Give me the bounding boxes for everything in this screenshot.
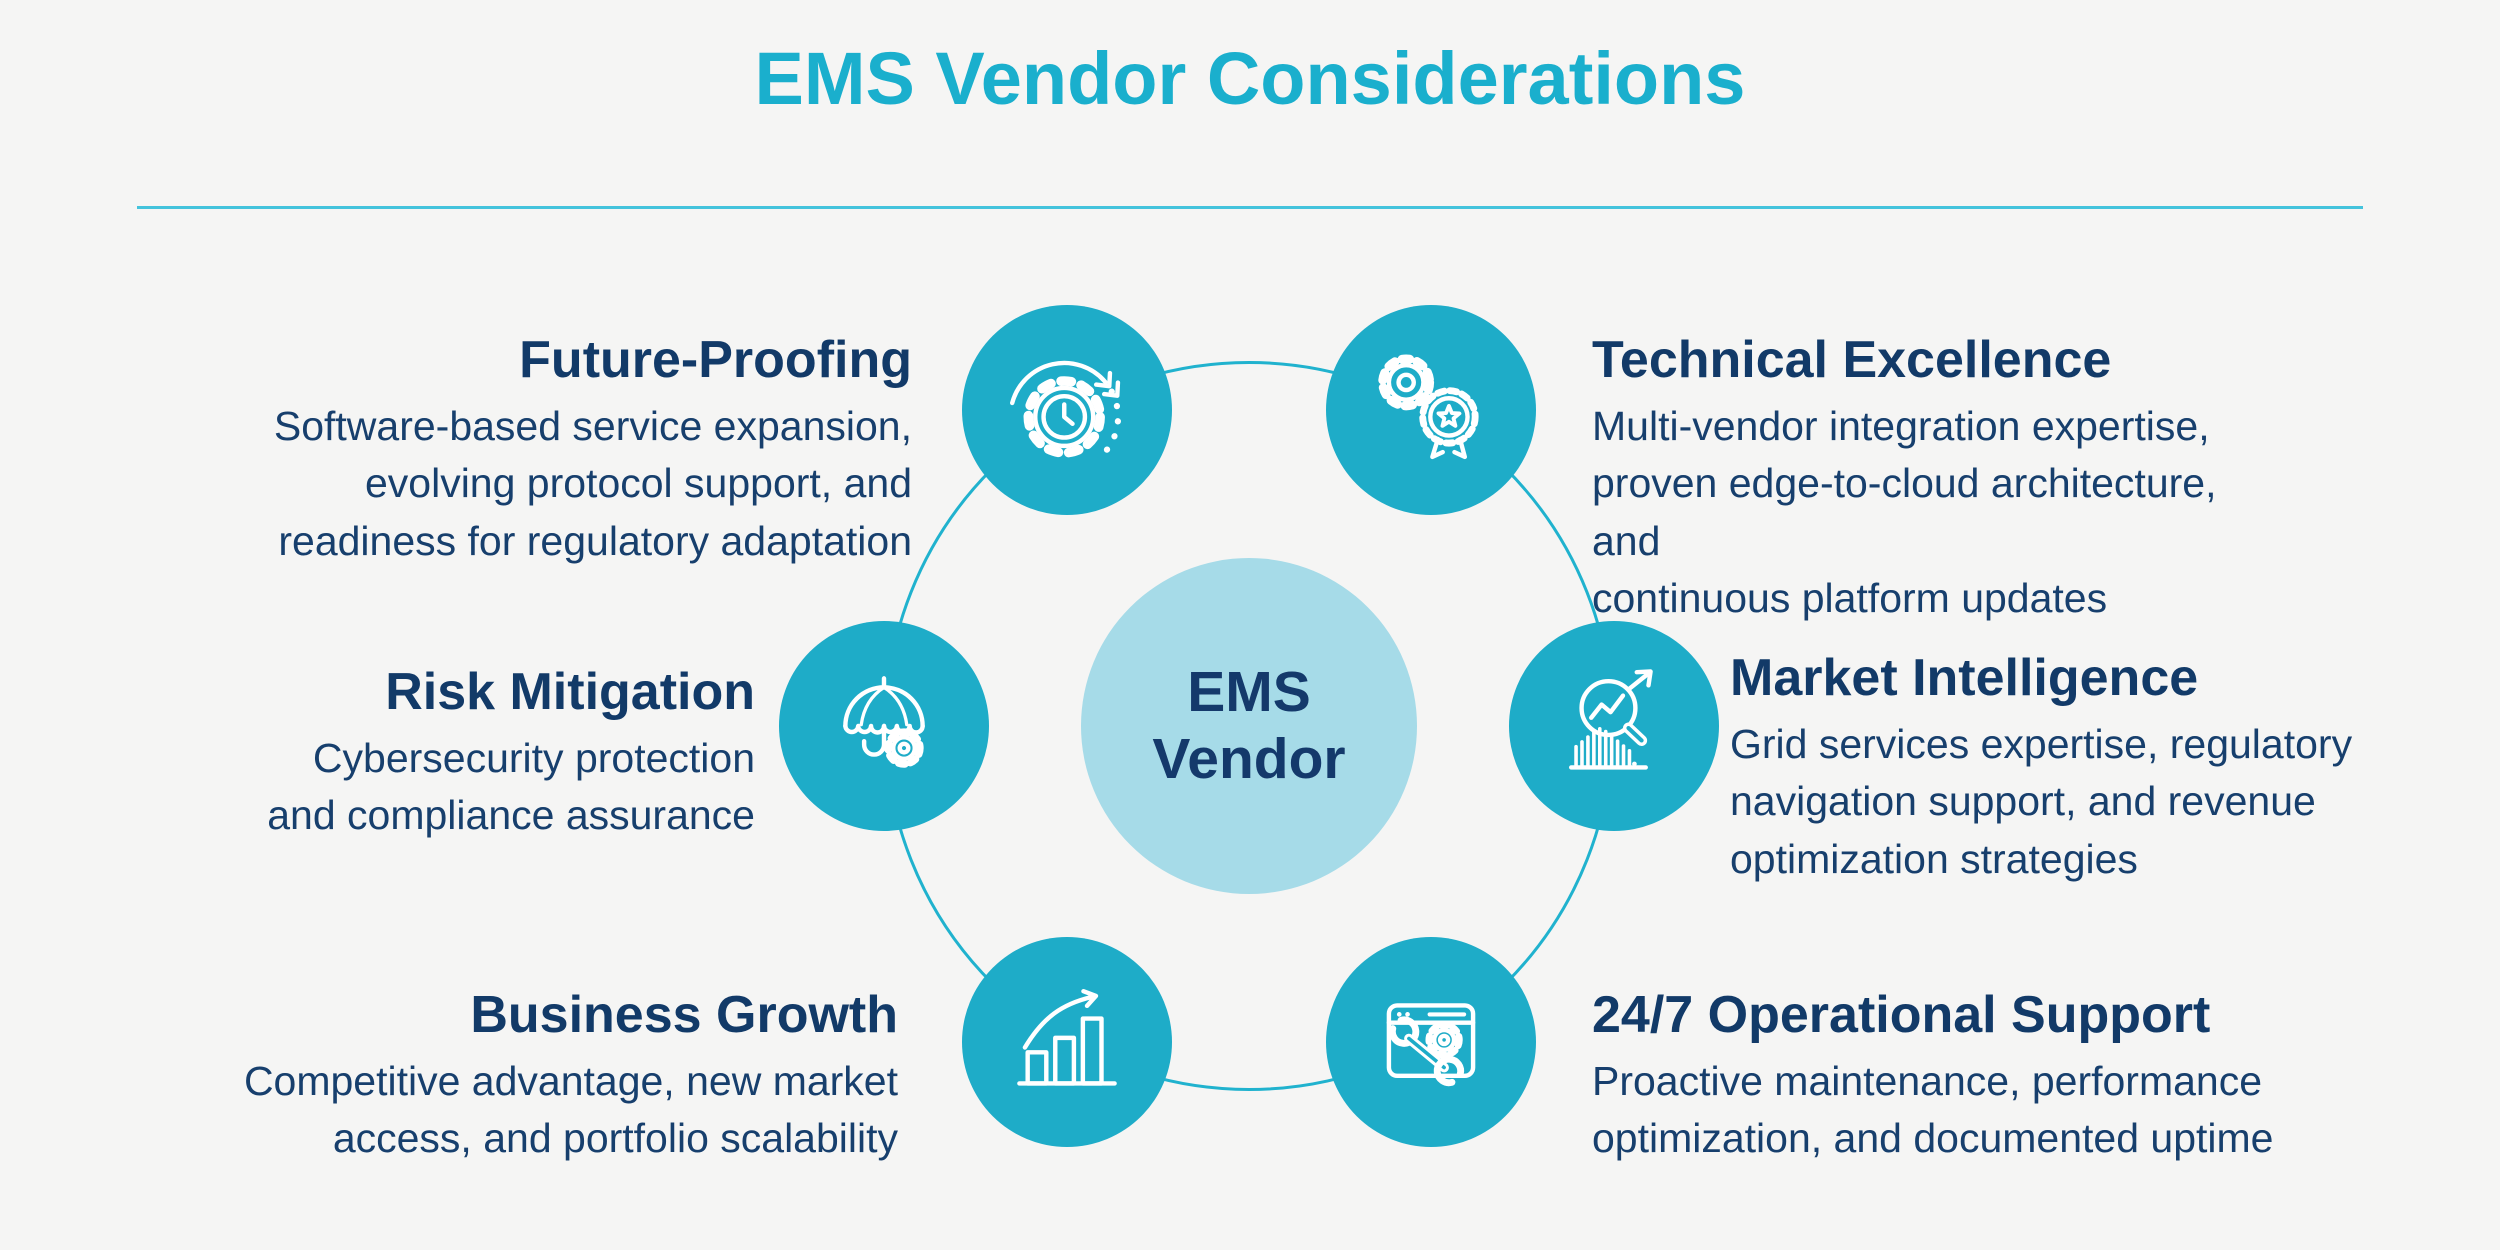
item-description-technical-excellence: Multi-vendor integration expertise, prov… [1592,403,2217,622]
clock-gear-cycle-icon [1010,360,1122,459]
item-technical-excellence: Technical Excellence Multi-vendor integr… [1592,330,2292,628]
node-technical-excellence-circle [1326,305,1536,515]
page-title: EMS Vendor Considerations [754,37,1746,120]
item-title-risk-mitigation: Risk Mitigation [385,663,755,721]
item-description-operational-support: Proactive maintenance, performance optim… [1592,1058,2274,1162]
item-title-market-intelligence: Market Intelligence [1730,649,2199,707]
node-operational-support-circle [1326,937,1536,1147]
browser-wrench-gear-icon [1386,1003,1476,1087]
item-description-risk-mitigation: Cybersecurity protection and compliance … [267,735,755,839]
bar-chart-growth-arrow-icon [1017,989,1117,1086]
item-title-future-proofing: Future-Proofing [519,331,912,389]
title-divider-line [137,206,2363,209]
node-future-proofing-circle [962,305,1172,515]
center-hub-circle: EMS Vendor [1081,558,1417,894]
node-risk-mitigation-circle [779,621,989,831]
item-description-market-intelligence: Grid services expertise, regulatory navi… [1730,721,2353,882]
item-market-intelligence: Market Intelligence Grid services expert… [1730,648,2430,888]
gear-award-badge-icon [1378,354,1479,460]
item-description-future-proofing: Software-based service expansion, evolvi… [273,403,912,564]
item-business-growth: Business Growth Competitive advantage, n… [198,985,898,1168]
item-description-business-growth: Competitive advantage, new market access… [243,1058,898,1162]
item-risk-mitigation: Risk Mitigation Cybersecurity protection… [55,662,755,845]
item-title-business-growth: Business Growth [470,986,898,1044]
node-market-intelligence-circle [1509,621,1719,831]
umbrella-gear-icon [843,676,925,768]
item-title-technical-excellence: Technical Excellence [1592,331,2112,389]
item-future-proofing: Future-Proofing Software-based service e… [212,330,912,570]
node-business-growth-circle [962,937,1172,1147]
item-operational-support: 24/7 Operational Support Proactive maint… [1592,985,2292,1168]
magnifier-chart-arrow-icon [1569,669,1653,770]
item-title-operational-support: 24/7 Operational Support [1592,986,2211,1044]
center-hub-label: EMS Vendor [1152,659,1346,791]
